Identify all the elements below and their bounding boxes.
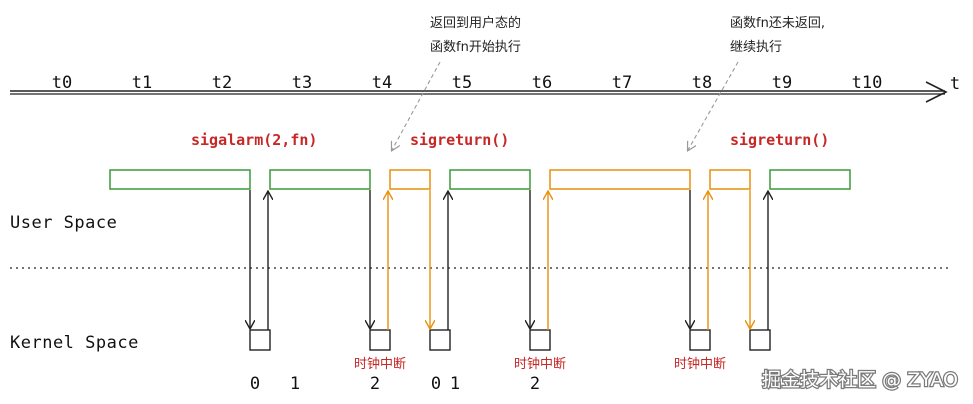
tick-t4: t4 xyxy=(372,73,392,93)
tick-t8: t8 xyxy=(692,73,712,93)
tick-t1: t1 xyxy=(132,73,152,93)
pointer-arrow-return xyxy=(392,61,441,150)
kernel-box xyxy=(529,329,551,351)
tick-t5: t5 xyxy=(452,73,472,93)
annotation-return-line1: 返回到用户态的 xyxy=(430,15,521,31)
tick-t7: t7 xyxy=(612,73,632,93)
user-bar-handler xyxy=(709,169,751,190)
user-bar-normal xyxy=(269,169,371,190)
kernel-space-boxes xyxy=(249,329,771,351)
user-space-bars xyxy=(109,169,851,190)
watermark: 掘金技术社区 @ ZYAO xyxy=(762,369,958,391)
tick-t10: t10 xyxy=(852,73,883,93)
clock-interrupt-label-1: 时钟中断 xyxy=(354,356,406,372)
sigreturn-call-label-2: sigreturn() xyxy=(730,131,829,149)
transition-arrows xyxy=(250,190,768,330)
tick-t0: t0 xyxy=(52,73,72,93)
user-bar-normal xyxy=(449,169,531,190)
time-axis: t0 t1 t2 t3 t4 t5 t6 t7 t8 t9 t10 t xyxy=(10,73,960,103)
axis-end-label: t xyxy=(950,74,960,94)
user-bar-normal xyxy=(769,169,851,190)
kernel-box xyxy=(429,329,451,351)
kernel-box xyxy=(689,329,711,351)
annotation-continue-line2: 继续执行 xyxy=(730,40,782,55)
user-bar-handler xyxy=(389,169,431,190)
tick-t6: t6 xyxy=(532,73,552,93)
tick-counter: 2 xyxy=(370,374,380,394)
clock-interrupt-label-3: 时钟中断 xyxy=(674,356,726,372)
annotation-continue-line1: 函数fn还未返回, xyxy=(730,16,825,31)
annotation-return-line2: 函数fn开始执行 xyxy=(430,40,521,55)
tick-counter: 0 xyxy=(431,374,441,394)
kernel-box xyxy=(249,329,271,351)
user-bar-handler xyxy=(549,169,691,190)
sigalarm-call-label: sigalarm(2,fn) xyxy=(191,131,317,149)
tick-counter: 0 xyxy=(250,374,260,394)
kernel-space-label: Kernel Space xyxy=(10,333,139,353)
user-space-label: User Space xyxy=(10,213,117,233)
annotation-continue: 函数fn还未返回, 继续执行 xyxy=(688,16,825,150)
kernel-box xyxy=(369,329,391,351)
clock-interrupt-label-2: 时钟中断 xyxy=(514,356,566,372)
pointer-arrow-continue xyxy=(688,61,739,150)
user-bar-normal xyxy=(109,169,251,190)
annotation-return-to-user: 返回到用户态的 函数fn开始执行 xyxy=(392,15,521,150)
sigreturn-call-label-1: sigreturn() xyxy=(410,131,509,149)
tick-t2: t2 xyxy=(212,73,232,93)
tick-counter: 1 xyxy=(290,374,300,394)
tick-counter: 2 xyxy=(530,374,540,394)
kernel-box xyxy=(749,329,771,351)
tick-t3: t3 xyxy=(292,73,312,93)
tick-t9: t9 xyxy=(772,73,792,93)
tick-counter: 1 xyxy=(450,374,460,394)
